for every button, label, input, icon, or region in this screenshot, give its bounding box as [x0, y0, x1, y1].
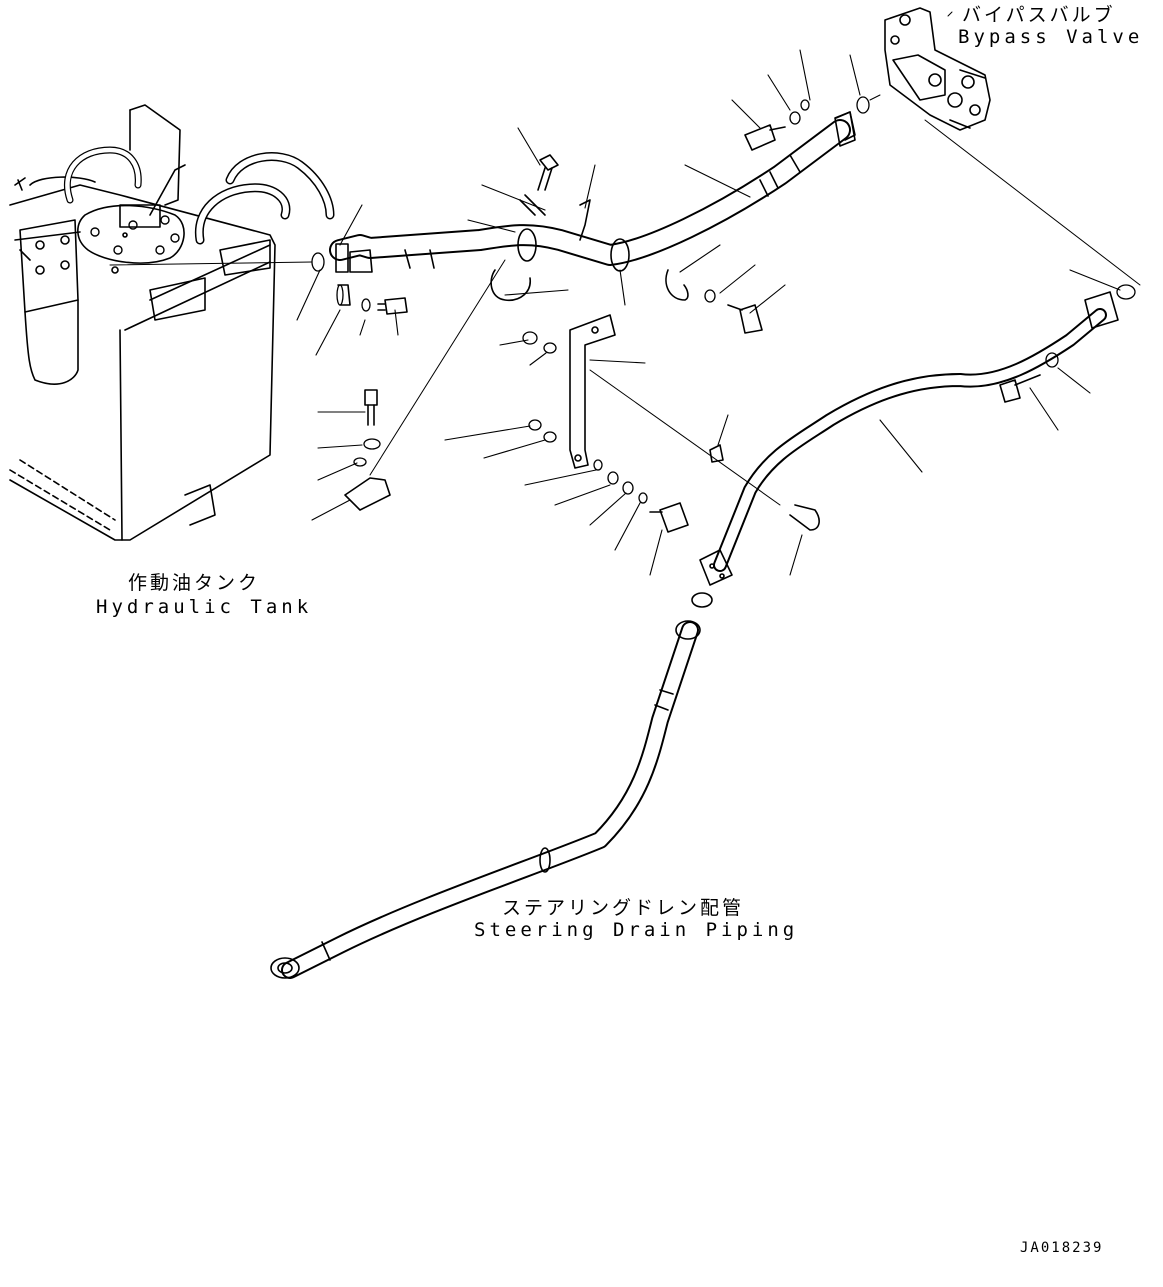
steering-drain-label-en: Steering Drain Piping: [474, 919, 799, 941]
bypass-valve-label-jp: バイパスバルブ: [962, 4, 1116, 26]
bolt-icon: [364, 124, 1041, 533]
steering-drain-hose: [270, 592, 713, 979]
upper-hose: [329, 111, 856, 273]
hardware: [311, 96, 1136, 533]
bypass-valve: [884, 7, 991, 131]
drain-pipe: [699, 291, 1119, 586]
leader-lines: [296, 49, 1121, 576]
jp-marker: [947, 11, 953, 17]
hydraulic-tank: [9, 104, 335, 541]
drawing-code: JA018239: [1020, 1240, 1104, 1256]
bypass-valve-label-en: Bypass Valve: [958, 26, 1144, 48]
reference-lines: [109, 94, 1141, 506]
hydraulic-tank-label-en: Hydraulic Tank: [96, 596, 313, 618]
steering-drain-label-jp: ステアリングドレン配管: [502, 897, 745, 919]
hydraulic-tank-label-jp: 作動油タンク: [128, 572, 261, 594]
